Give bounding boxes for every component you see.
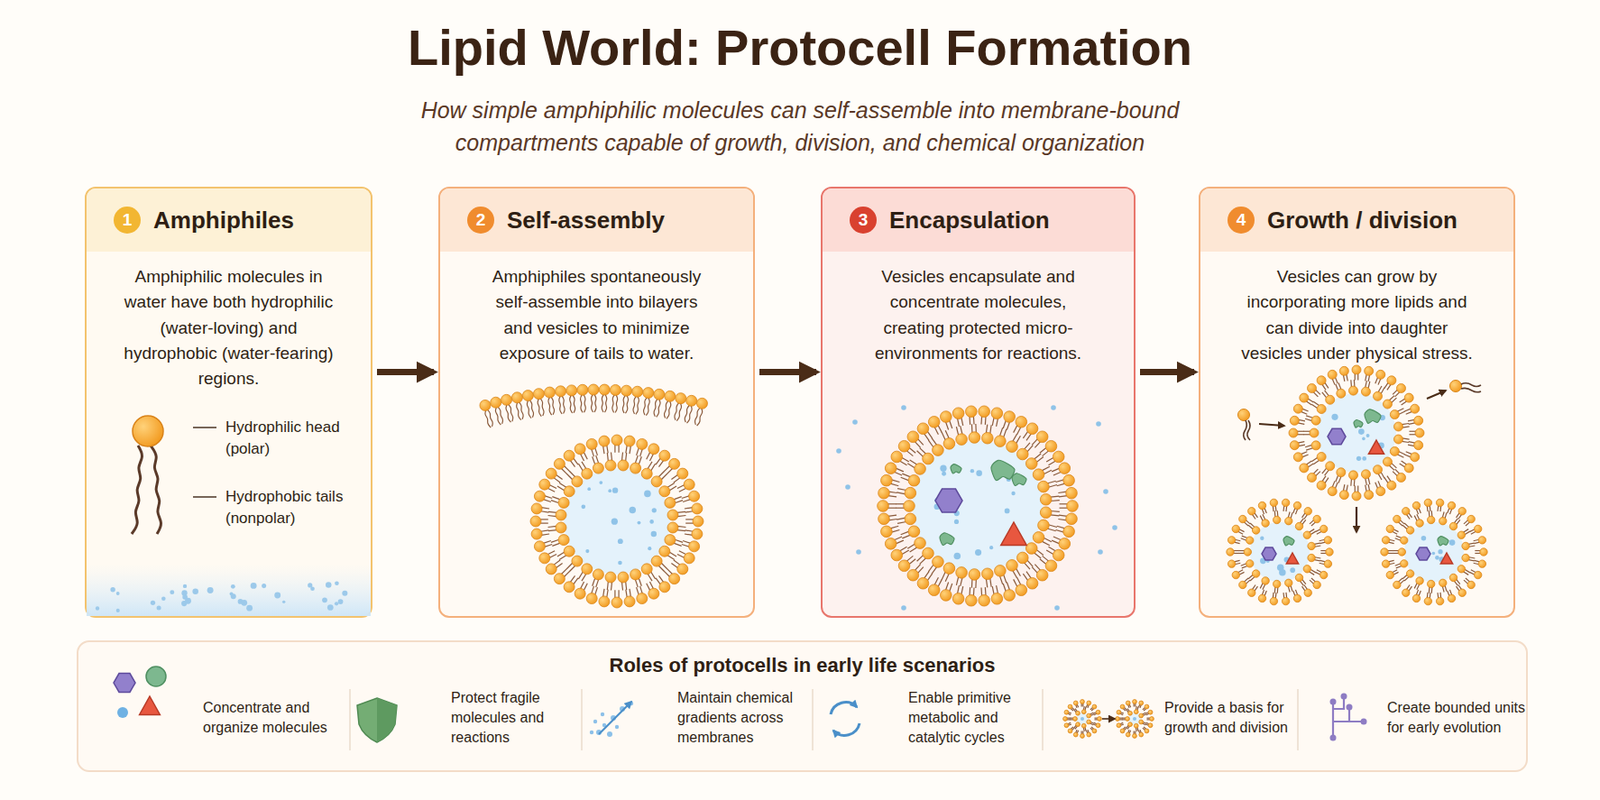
diagram-title: Lipid World: Protocell Formation — [0, 18, 1600, 78]
role-item: Enable primitive metabolic and catalytic… — [908, 686, 1024, 750]
step-panel: 2 Self-assemblyAmphiphiles spontaneously … — [438, 186, 755, 618]
step-number: 3 — [849, 206, 877, 234]
panel-body: Amphiphilic molecules in water have both… — [123, 264, 335, 392]
flow-arrow — [1140, 368, 1195, 376]
roles-band: Roles of protocells in early life scenar… — [76, 640, 1528, 773]
role-text: Provide a basis for growth and division — [1164, 698, 1302, 738]
role-item: Maintain chemical gradients across membr… — [677, 686, 802, 750]
role-item: Create bounded units for early evolution — [1387, 686, 1534, 750]
panel-body: Vesicles encapsulate and concentrate mol… — [866, 264, 1091, 367]
role-item: Provide a basis for growth and division — [1164, 686, 1302, 750]
panel-heading: Growth / division — [1267, 206, 1458, 235]
step-number: 1 — [113, 206, 141, 234]
role-text: Create bounded units for early evolution — [1387, 698, 1534, 738]
role-text: Concentrate and organize molecules — [202, 698, 341, 738]
panel-header: 1 Amphiphiles — [86, 188, 371, 252]
callout-label: Hydrophilic head (polar) — [225, 416, 370, 460]
role-text: Enable primitive metabolic and catalytic… — [908, 688, 1024, 748]
role-item: Protect fragile molecules and reactions — [450, 686, 561, 750]
step-number: 4 — [1227, 206, 1255, 234]
panel-header: 3 Encapsulation — [822, 188, 1134, 252]
step-number: 2 — [467, 206, 495, 234]
panel-header: 2 Self-assembly — [440, 188, 754, 252]
panel-body: Vesicles can grow by incorporating more … — [1236, 264, 1479, 367]
role-text: Maintain chemical gradients across membr… — [677, 688, 802, 748]
panel-heading: Self-assembly — [506, 206, 665, 235]
panel-body: Amphiphiles spontaneously self-assemble … — [481, 264, 713, 367]
step-panel: 1 AmphiphilesAmphiphilic molecules in wat… — [84, 186, 373, 618]
panel-heading: Amphiphiles — [153, 206, 295, 235]
band-heading: Roles of protocells in early life scenar… — [78, 642, 1527, 679]
step-panel: 4 Growth / divisionVesicles can grow by i… — [1198, 186, 1516, 618]
callout-label: Hydrophobic tails (nonpolar) — [225, 486, 379, 530]
step-panel: 3 EncapsulationVesicles encapsulate and c… — [820, 186, 1136, 618]
diagram-caption: How simple amphiphilic molecules can sel… — [349, 93, 1251, 159]
panel-header: 4 Growth / division — [1200, 188, 1514, 252]
panel-heading: Encapsulation — [889, 206, 1050, 235]
role-item: Concentrate and organize molecules — [202, 686, 341, 750]
flow-arrow — [377, 368, 434, 376]
role-text: Protect fragile molecules and reactions — [450, 688, 561, 748]
flow-arrow — [759, 368, 817, 376]
